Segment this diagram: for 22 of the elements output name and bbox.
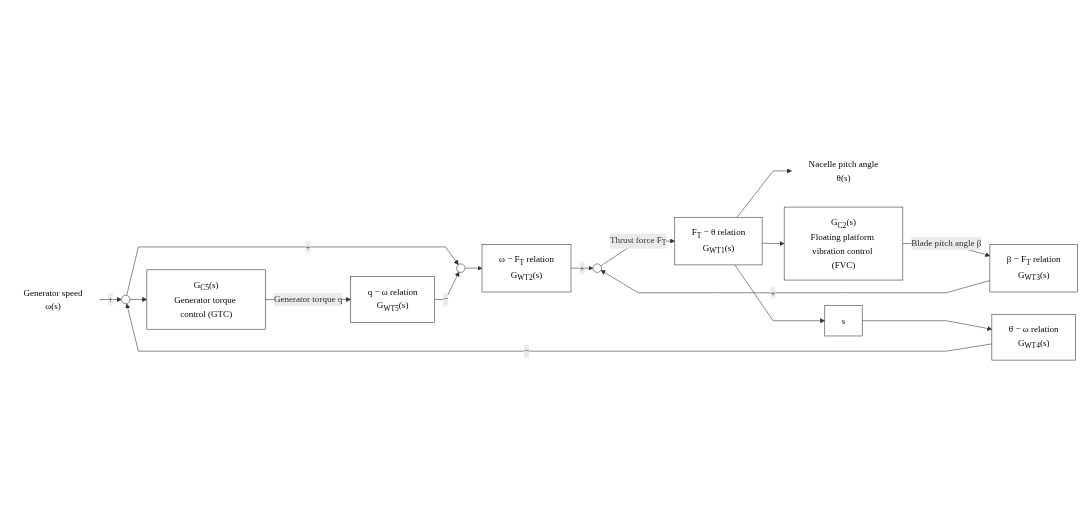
- edge-label: Generator torque q: [273, 294, 343, 305]
- node-box: q − ω relation G$_{WT5}$(s): [350, 276, 435, 323]
- node-box: ω − F$_{T}$ relation G$_{WT2}$(s): [481, 244, 572, 293]
- node-box: β − F$_{T}$ relation G$_{WT3}$(s): [989, 244, 1078, 293]
- node-circle: [456, 263, 466, 273]
- node-box: s: [824, 305, 863, 337]
- node-box: F$_{T}$ − θ relation G$_{WT1}$(s): [674, 217, 763, 266]
- edge-label: −: [443, 294, 449, 305]
- node-box: G$_{C2}$(s) Floating platform vibration control (FVC): [783, 206, 904, 281]
- edge-label: Blade pitch angle β: [911, 238, 982, 249]
- node-text: Generator speed ω(s): [23, 287, 83, 311]
- node-circle: [592, 263, 602, 273]
- node-circle: [121, 295, 131, 305]
- edge-label: +: [579, 263, 585, 273]
- edge-label: Thrust force F$_{T}$: [609, 235, 667, 248]
- node-box: θ̇ − ω relation G$_{WT4}$(s): [991, 313, 1076, 361]
- edge-label: +: [305, 241, 311, 252]
- node-box: G$_{C5}$(s) Generator torque control (GTC): [146, 269, 266, 330]
- node-text: Nacelle pitch angle θ(s): [808, 159, 879, 183]
- edge-label: −: [523, 346, 530, 356]
- edge-label: +: [107, 294, 113, 305]
- edge-label: +: [770, 287, 776, 298]
